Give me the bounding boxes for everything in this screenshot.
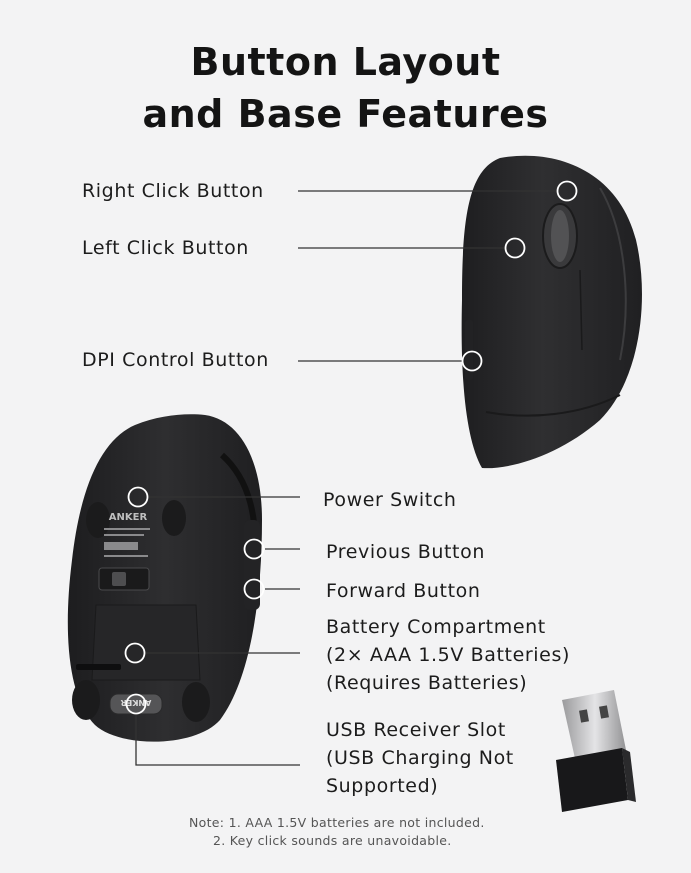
forward-button-hotspot	[243, 578, 265, 600]
label-left-click: Left Click Button	[82, 237, 249, 259]
battery-hotspot	[124, 642, 146, 664]
label-usb-note-1: (USB Charging Not	[326, 747, 514, 769]
mouse-base-view: ANKER ANKER	[67, 414, 262, 742]
leader-lines	[135, 190, 556, 766]
label-right-click: Right Click Button	[82, 180, 264, 202]
usb-slot-hotspot	[125, 693, 147, 715]
power-switch-hotspot	[127, 486, 149, 508]
page-title-line-1: Button Layout	[190, 40, 501, 84]
slot-brand-text: ANKER	[121, 698, 152, 707]
label-previous: Previous Button	[326, 541, 485, 563]
right-click-hotspot	[556, 180, 578, 202]
note-line-1: Note: 1. AAA 1.5V batteries are not incl…	[189, 815, 485, 830]
label-battery-title: Battery Compartment	[326, 616, 546, 638]
previous-button-hotspot	[243, 538, 265, 560]
label-battery-spec: (2× AAA 1.5V Batteries)	[326, 644, 570, 666]
page-title-line-2: and Base Features	[142, 92, 549, 136]
left-click-hotspot	[504, 237, 526, 259]
label-dpi: DPI Control Button	[82, 349, 269, 371]
note-line-2: 2. Key click sounds are unavoidable.	[213, 833, 452, 848]
usb-receiver	[556, 690, 636, 812]
label-usb-title: USB Receiver Slot	[326, 719, 506, 741]
dpi-hotspot	[461, 350, 483, 372]
label-usb-note-2: Supported)	[326, 775, 439, 797]
side-button	[465, 320, 473, 380]
label-power-switch: Power Switch	[323, 489, 457, 511]
mouse-top-view	[461, 155, 642, 469]
label-battery-note: (Requires Batteries)	[326, 672, 528, 694]
label-forward: Forward Button	[326, 580, 481, 602]
base-brand-text: ANKER	[109, 512, 148, 523]
